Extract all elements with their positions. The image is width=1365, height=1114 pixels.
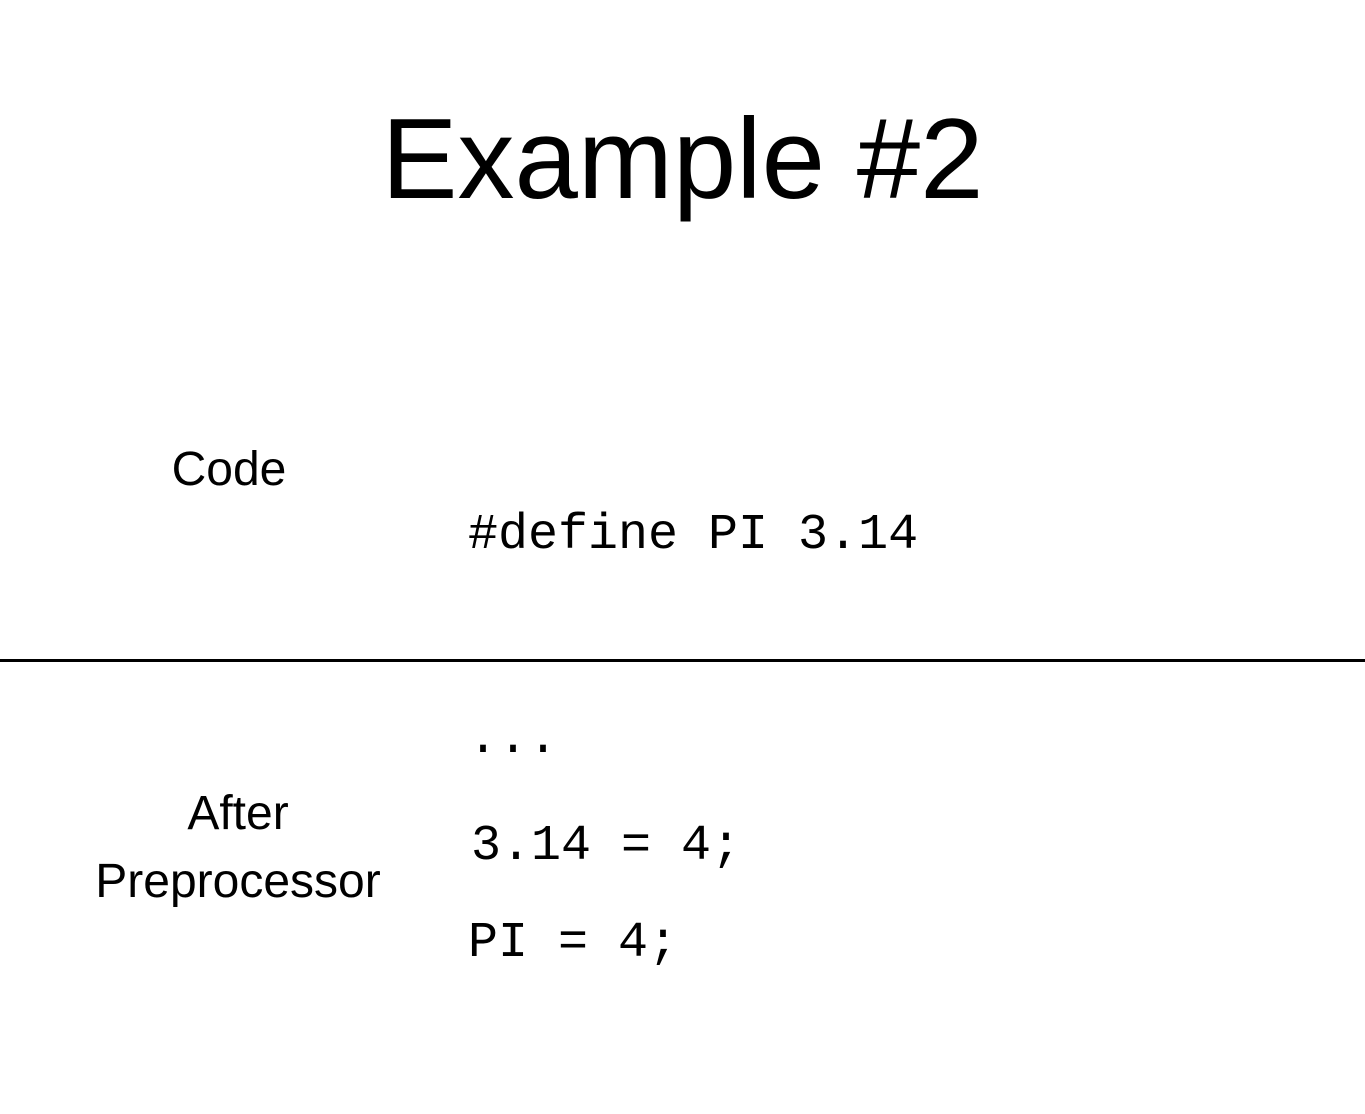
- code-line-assignment: PI = 4;: [468, 915, 679, 972]
- code-line-ellipsis: ...: [468, 711, 559, 768]
- code-label: Code: [171, 443, 287, 496]
- code-line-define: #define PI 3.14: [468, 507, 919, 564]
- slide: Example #2 Code #define PI 3.14 ... PI =…: [0, 96, 1365, 972]
- section-divider: [0, 659, 1365, 662]
- after-preprocessor-label: After Preprocessor: [40, 780, 436, 916]
- code-block: #define PI 3.14 ... PI = 4;: [468, 366, 918, 1114]
- slide-title: Example #2: [381, 96, 984, 223]
- preprocessed-code: 3.14 = 4;: [471, 818, 742, 875]
- after-label-line2: Preprocessor: [95, 855, 381, 908]
- after-label-line1: After: [187, 787, 289, 840]
